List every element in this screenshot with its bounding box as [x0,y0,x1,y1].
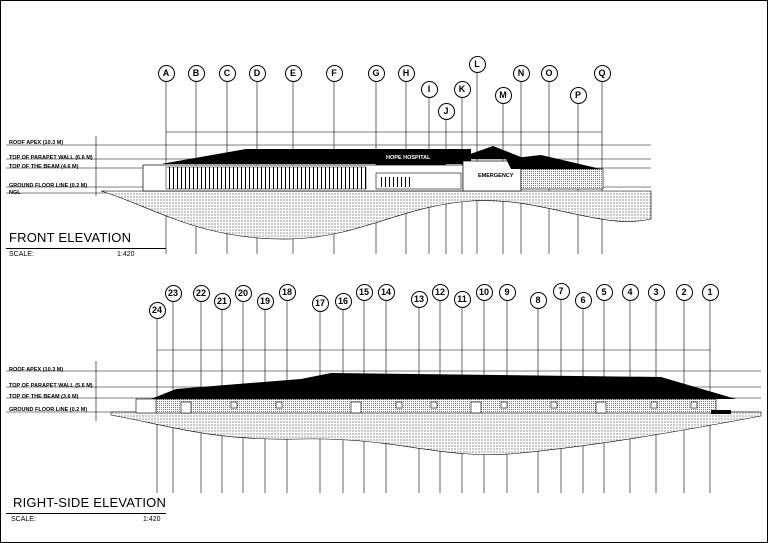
front-grid-bubble-c: C [218,64,236,82]
side-grid-bubble-16: 16 [334,292,352,310]
side-title-underline [6,513,166,514]
front-grid-bubble-m: M [494,86,512,104]
front-grid-bubble-n: N [512,64,530,82]
front-grid-bubble-b: B [187,64,205,82]
front-scale-value: 1:420 [117,251,135,258]
side-grid-bubble-19: 19 [256,292,274,310]
side-grid-bubble-11: 11 [453,290,471,308]
front-elevation [6,72,652,254]
front-grid-bubble-i: I [420,80,438,98]
side-left-block [135,398,157,414]
side-grid-bubble-23: 23 [164,284,182,302]
front-grid-bubble-q: Q [593,64,611,82]
side-grid-bubble-5: 5 [595,283,613,301]
side-grid-bubble-13: 13 [410,290,428,308]
side-elevation-title: RIGHT-SIDE ELEVATION [13,495,167,510]
front-grid-bubble-a: A [157,64,175,82]
side-window-12 [690,401,698,409]
front-entrance-doors [381,177,411,187]
side-grid-bubble-1: 1 [701,283,719,301]
emergency-roof [456,146,526,159]
front-grid-bubble-d: D [248,64,266,82]
side-grid-bubble-9: 9 [498,283,516,301]
front-scale-label: SCALE: [9,251,34,258]
side-grid-bubble-8: 8 [529,291,547,309]
front-elevation-title: FRONT ELEVATION [9,230,132,245]
front-grid-bubble-e: E [284,64,302,82]
side-level-roof-apex: ROOF APEX (10.3 M) [9,367,64,373]
front-grid-bubble-f: F [325,64,343,82]
side-grid-bubble-6: 6 [574,291,592,309]
side-window-1 [180,401,192,414]
side-grid-bubble-21: 21 [213,292,231,310]
front-grid-bubble-g: G [367,64,385,82]
front-level-ground-floor: GROUND FLOOR LINE (0.2 M) [9,183,88,189]
emergency-sign: EMERGENCY [478,173,514,179]
side-window-2 [230,401,238,409]
front-right-wing [520,168,604,190]
side-right-step [711,410,731,414]
front-level-ngl: NGL [9,190,21,196]
side-window-9 [550,401,558,409]
side-window-5 [395,401,403,409]
side-grid-bubble-18: 18 [278,283,296,301]
front-grid-bubble-j: J [437,102,455,120]
side-scale-value: 1:420 [143,516,161,523]
side-window-11 [650,401,658,409]
side-level-parapet: TOP OF PARAPET WALL (5.6 M) [9,383,93,389]
side-grid-bubble-15: 15 [355,283,373,301]
side-grid-bubble-3: 3 [647,283,665,301]
right-side-elevation [6,299,762,493]
side-grid-bubble-2: 2 [675,283,693,301]
side-roof [151,373,736,399]
front-right-roof [506,155,601,169]
front-level-parapet: TOP OF PARAPET WALL (6.6 M) [9,155,93,161]
front-grid-bubble-h: H [397,64,415,82]
side-grid-bubble-24: 24 [148,301,166,319]
side-grid-bubble-4: 4 [621,283,639,301]
side-window-3 [275,401,283,409]
hospital-sign: HOPE HOSPITAL [384,155,433,162]
side-grid-bubble-20: 20 [234,284,252,302]
side-ground-section [110,411,762,455]
front-grid-bubble-o: O [540,64,558,82]
front-grid-bubble-k: K [453,80,471,98]
side-level-beam: TOP OF THE BEAM (3.6 M) [9,394,79,400]
side-level-ground-floor: GROUND FLOOR LINE (0.2 M) [9,407,88,413]
side-grid-bubble-14: 14 [377,283,395,301]
front-grid-bubble-l: L [468,55,486,73]
side-grid-bubble-17: 17 [311,294,329,312]
front-glazing-curtain [165,166,367,190]
side-grid-bubble-12: 12 [431,283,449,301]
side-grid-bubble-7: 7 [552,282,570,300]
side-window-7 [470,401,482,414]
side-grid-bubble-22: 22 [192,284,210,302]
front-grid-bubble-p: P [569,86,587,104]
side-window-6 [430,401,438,409]
front-ground-section [100,190,652,240]
side-window-8 [500,401,508,409]
side-scale-label: SCALE: [11,516,36,523]
side-window-10 [595,401,607,414]
front-level-roof-apex: ROOF APEX (10.3 M) [9,140,64,146]
front-title-underline [6,248,166,249]
side-grid-bubble-10: 10 [475,283,493,301]
front-level-beam: TOP OF THE BEAM (4.6 M) [9,164,79,170]
side-window-4 [350,401,362,414]
